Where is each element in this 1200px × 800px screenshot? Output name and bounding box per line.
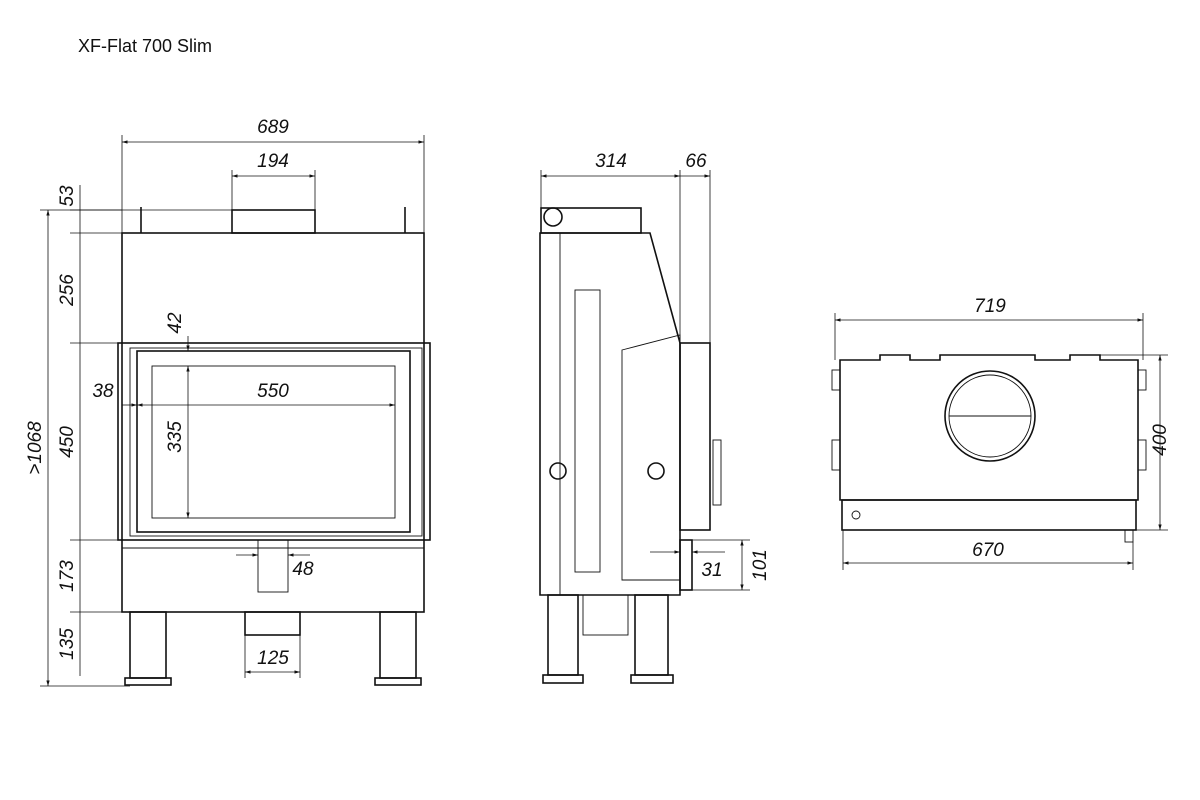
dim-total-height: >1068 — [25, 421, 46, 475]
top-dimensions: 719 400 670 — [834, 296, 1171, 570]
dim-air-inlet: 48 — [292, 559, 314, 580]
dim-inlet-height: 101 — [750, 549, 771, 581]
front-view — [117, 207, 431, 686]
dim-door-top-gap: 42 — [165, 312, 186, 334]
drawing-title: XF-Flat 700 Slim — [78, 36, 213, 56]
side-dimensions: 314 66 31 101 — [540, 151, 771, 591]
dim-duct-width: 125 — [257, 648, 289, 669]
dim-flue-width: 194 — [257, 151, 289, 172]
dim-lower-height: 173 — [57, 560, 78, 592]
dim-door-height: 450 — [57, 426, 78, 458]
dim-inlet-offset: 31 — [701, 560, 722, 581]
dim-door-depth: 66 — [685, 151, 707, 172]
dim-top-depth: 400 — [1150, 424, 1171, 456]
dim-glass-height: 335 — [165, 421, 186, 453]
dim-top-width: 719 — [974, 296, 1006, 317]
dim-leg-height: 135 — [57, 628, 78, 660]
side-view — [539, 207, 722, 684]
dim-width-total: 689 — [257, 117, 289, 138]
dim-base-width: 670 — [972, 540, 1004, 561]
front-dimensions: 689 194 53 256 42 38 550 335 450 >1068 1… — [25, 117, 425, 687]
dim-glass-width: 550 — [257, 381, 289, 402]
dim-upper-height: 256 — [57, 274, 78, 307]
top-view — [831, 354, 1147, 543]
dim-depth: 314 — [595, 151, 627, 172]
dim-top-offset: 53 — [57, 185, 78, 207]
dim-side-gap: 38 — [92, 381, 114, 402]
